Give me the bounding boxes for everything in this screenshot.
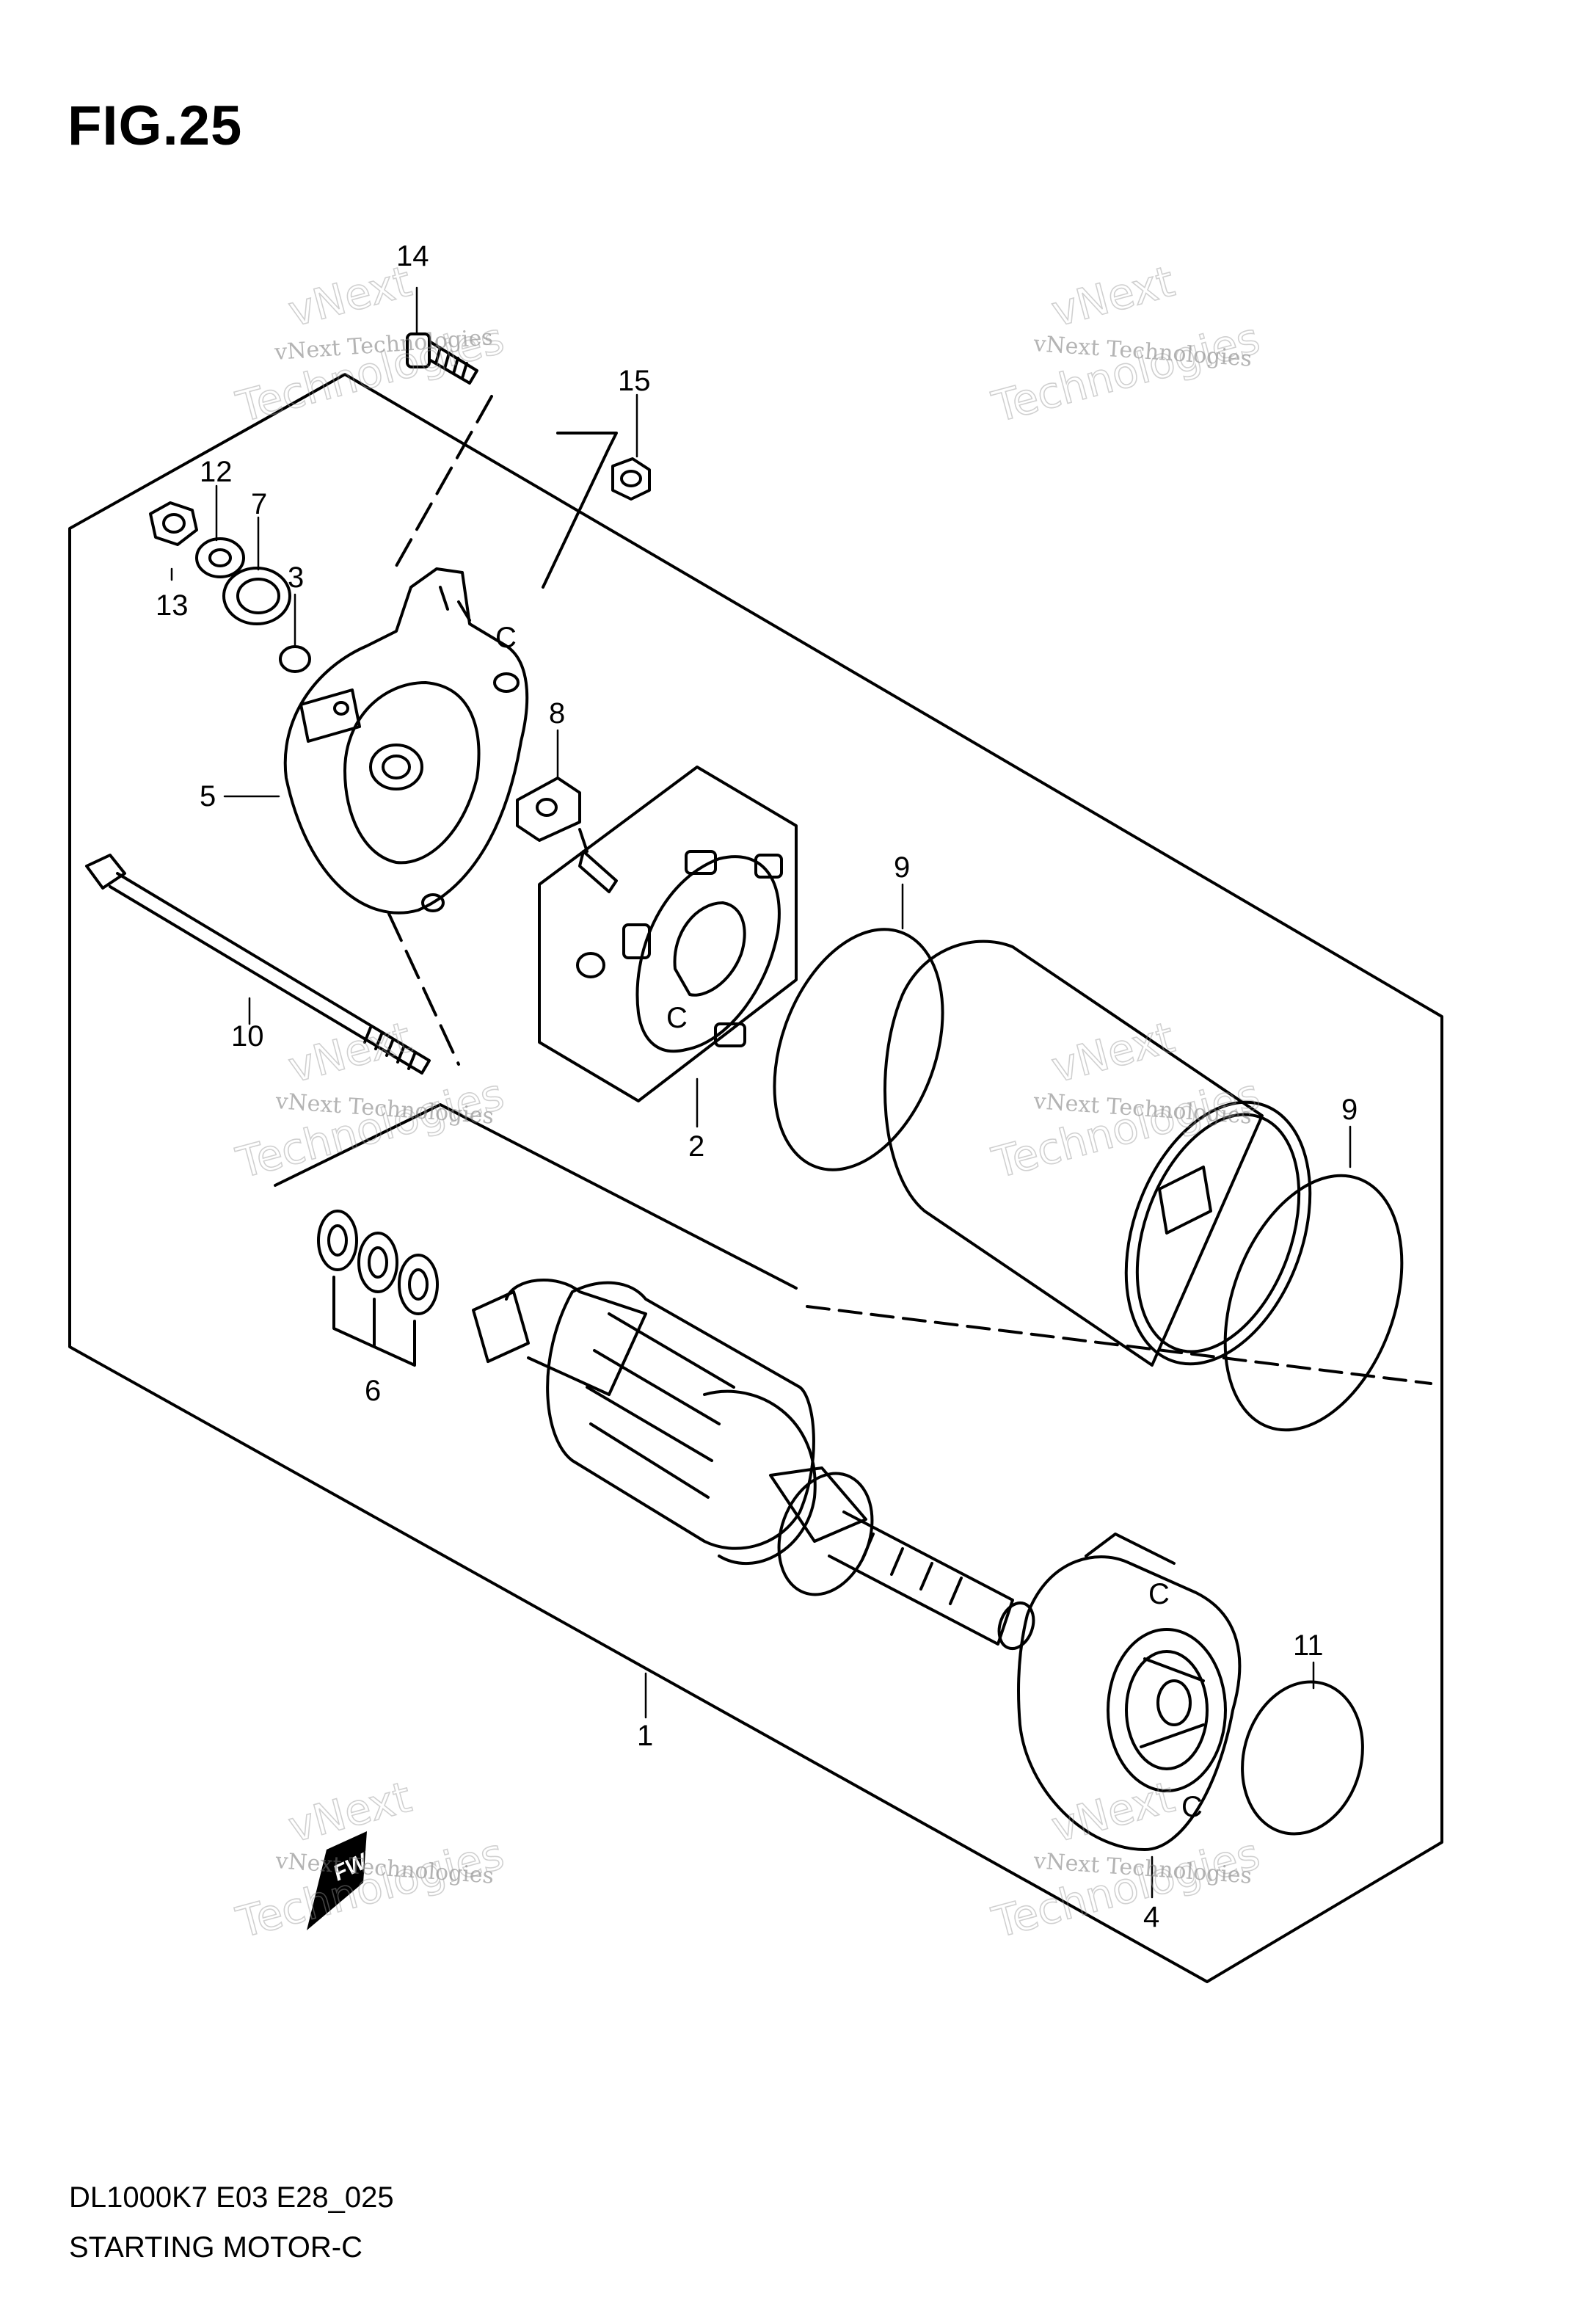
insulator-8 (516, 777, 581, 842)
callout-8: 8 (549, 697, 565, 730)
armature (472, 1279, 1035, 1650)
callout-6: 6 (365, 1375, 381, 1407)
watermark-text: Technologies (231, 313, 509, 432)
section-title: STARTING MOTOR-C (69, 2231, 362, 2264)
washer-12 (195, 537, 245, 578)
nut-13 (149, 501, 198, 546)
callout-2: 2 (688, 1130, 704, 1163)
watermark-text: Technologies (987, 313, 1264, 432)
watermark-text: vNext (283, 256, 416, 337)
part-mark-c: C (1181, 1791, 1203, 1823)
watermark-text: vNext (1046, 1012, 1179, 1093)
watermark-text: vNext (283, 1012, 416, 1093)
callout-10: 10 (231, 1020, 264, 1053)
callout-9-right: 9 (1341, 1094, 1358, 1126)
through-bolt-10 (85, 854, 431, 1075)
callout-11: 11 (1293, 1629, 1324, 1662)
watermark-text: vNext (1046, 1772, 1179, 1853)
callout-4: 4 (1143, 1901, 1159, 1933)
thru-bolt-guide-dash (387, 912, 460, 1066)
bolt-guide-dash (391, 395, 493, 574)
o-ring-11 (1241, 1680, 1364, 1836)
callout-1: 1 (637, 1720, 653, 1752)
assembly-frame (68, 373, 1443, 1983)
callout-15: 15 (618, 365, 651, 397)
o-ring-3 (279, 645, 311, 673)
callout-7: 7 (251, 488, 267, 520)
watermark-text: Technologies (987, 1069, 1264, 1188)
washers-6 (317, 1210, 439, 1367)
part-mark-c: C (1148, 1578, 1170, 1610)
callout-13: 13 (156, 589, 189, 622)
nut-guide (542, 432, 618, 589)
part-mark-c: C (495, 622, 517, 654)
assembly-frame-inner-line (274, 1103, 798, 1290)
figure-title: FIG.25 (68, 95, 243, 157)
callout-14: 14 (396, 240, 429, 272)
callout-12: 12 (200, 456, 233, 488)
callout-9-left: 9 (894, 851, 910, 884)
end-housing-4 (1017, 1533, 1242, 1851)
yoke (883, 939, 1312, 1367)
watermark-text: Technologies (231, 1069, 509, 1188)
callout-5: 5 (200, 780, 216, 813)
seal-7 (222, 567, 291, 625)
leader-lines (170, 286, 1352, 1899)
brush-holder-2 (538, 766, 798, 1102)
bolt-14 (406, 332, 478, 385)
housing-5 (283, 567, 529, 915)
o-ring-9-left (773, 928, 944, 1171)
nut-15 (611, 457, 651, 501)
callout-3: 3 (288, 561, 304, 594)
part-mark-c: C (666, 1002, 688, 1034)
o-ring-9-right (1223, 1174, 1404, 1432)
watermark-text: vNext (1046, 256, 1179, 337)
frame-dash (806, 1305, 1432, 1385)
model-code: DL1000K7 E03 E28_025 (69, 2181, 394, 2214)
